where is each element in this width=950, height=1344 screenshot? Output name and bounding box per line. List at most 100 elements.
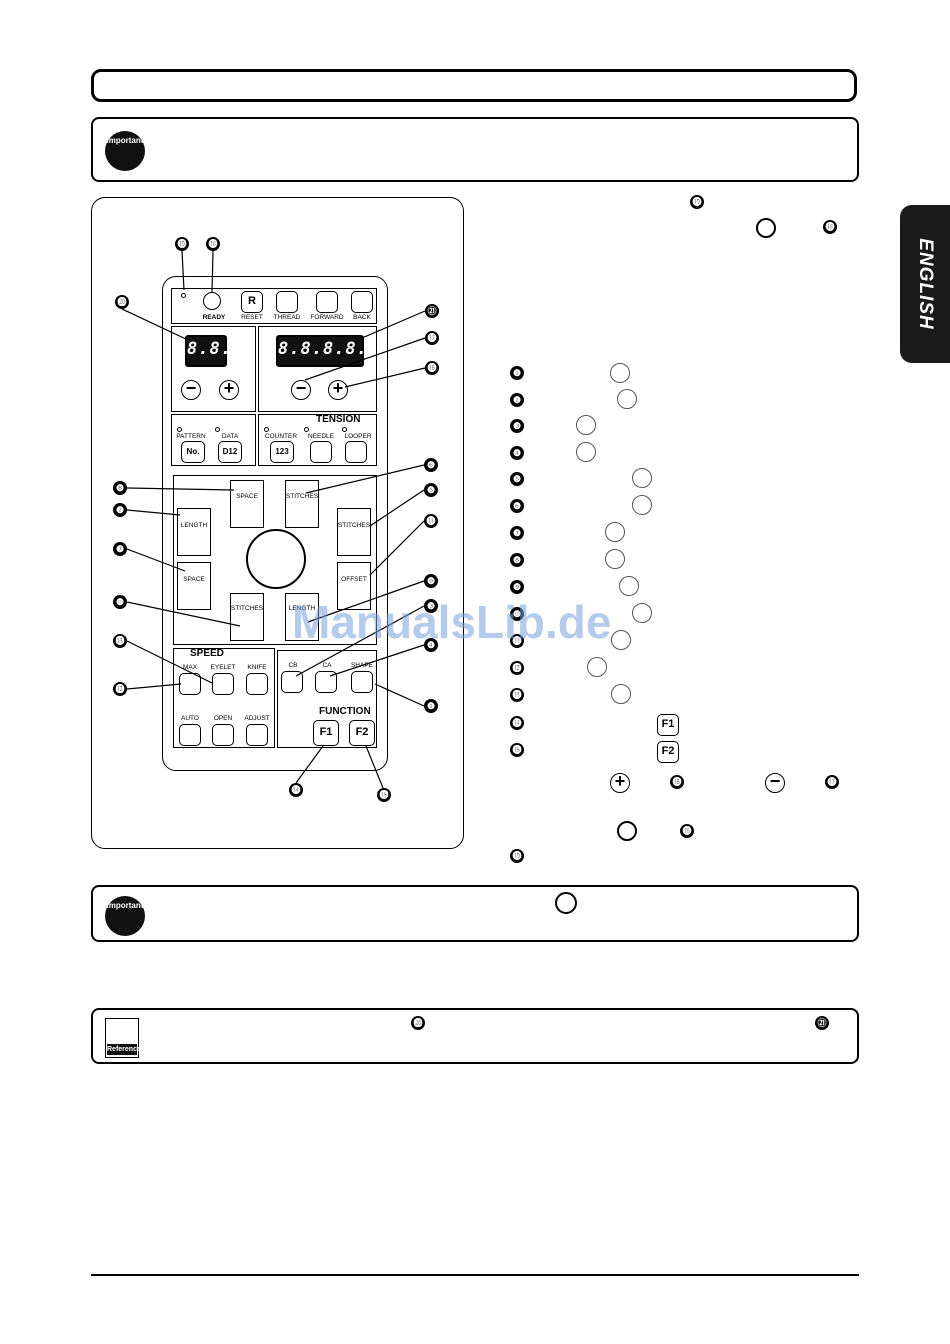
callout-11: ⓫ — [424, 514, 438, 528]
left-minus-key[interactable]: − — [181, 379, 201, 400]
f2-key[interactable]: F2 — [349, 720, 375, 746]
stitches-right-key[interactable] — [337, 508, 371, 556]
counter-led — [264, 427, 269, 432]
adjust-key-icon[interactable] — [246, 724, 268, 746]
text-callout-17: ⓱ — [825, 775, 839, 789]
text-callout-19: ⓳ — [690, 195, 704, 209]
list-num-7: ❼ — [510, 526, 524, 540]
space-left-label: SPACE — [183, 576, 205, 583]
list-num-11: ⓫ — [510, 634, 524, 648]
data-key-icon[interactable]: D12 — [218, 441, 242, 463]
looper-led — [342, 427, 347, 432]
watermark: ManualsLib.de — [292, 596, 612, 648]
back-label: BACK — [353, 314, 371, 321]
list-num-3: ❸ — [510, 419, 524, 433]
data-label: DATA — [221, 433, 239, 440]
needle-key-icon[interactable] — [310, 441, 332, 463]
list-num-2: ❷ — [510, 393, 524, 407]
ready-inline-icon — [617, 821, 637, 841]
list-num-6: ❻ — [510, 499, 524, 513]
auto-key-icon[interactable] — [179, 724, 201, 746]
callout-20: ⓴ — [115, 295, 129, 309]
top-key-row — [171, 288, 377, 324]
eyelet-icon — [611, 684, 631, 704]
list-num-8: ❽ — [510, 553, 524, 567]
ca-key-icon[interactable] — [315, 671, 337, 693]
list-num-4: ❹ — [510, 446, 524, 460]
tension-label: TENSION — [316, 414, 361, 425]
text-callout-20: ⓴ — [411, 1016, 425, 1030]
callout-21: ㉑ — [425, 304, 439, 318]
right-display: 8.8.8.8. — [276, 335, 367, 367]
offset-key[interactable] — [337, 562, 371, 610]
length-left-key[interactable] — [177, 508, 211, 556]
callout-17: ⓱ — [425, 331, 439, 345]
looper-key-icon[interactable] — [345, 441, 367, 463]
pattern-data-area — [171, 414, 256, 466]
cb-label: CB — [288, 662, 298, 669]
left-plus-key[interactable]: + — [219, 379, 239, 400]
data-led — [215, 427, 220, 432]
stitches-bottom-key[interactable] — [230, 593, 264, 641]
counter-key-icon[interactable]: 123 — [270, 441, 294, 463]
stitches-top-key[interactable] — [285, 480, 319, 528]
f1-key[interactable]: F1 — [313, 720, 339, 746]
list-num-5: ❺ — [510, 472, 524, 486]
shape-key-icon[interactable] — [351, 671, 373, 693]
needle-led — [304, 427, 309, 432]
cb-icon — [576, 415, 596, 435]
space-left-icon — [605, 522, 625, 542]
space-left-key[interactable] — [177, 562, 211, 610]
offset-icon — [611, 630, 631, 650]
offset-label: OFFSET — [341, 576, 367, 583]
speed-block — [173, 648, 275, 748]
open-key-icon[interactable] — [212, 724, 234, 746]
buttonhole-shape-icon — [246, 529, 306, 589]
callout-1: ❶ — [424, 699, 438, 713]
callout-19: ⓳ — [175, 237, 189, 251]
callout-7: ❼ — [113, 542, 127, 556]
callout-4: ❹ — [424, 638, 438, 652]
list-num-19: ⓳ — [510, 849, 524, 863]
length-bottom-key[interactable] — [285, 593, 319, 641]
reset-label: RESET — [241, 314, 263, 321]
f2-inline-icon: F2 — [657, 741, 679, 763]
important-icon: Important — [105, 131, 145, 171]
cb-key-icon[interactable] — [281, 671, 303, 693]
callout-6: ❻ — [424, 458, 438, 472]
max-label: MAX — [182, 664, 198, 671]
function-block — [277, 650, 377, 748]
ready-icon[interactable] — [203, 292, 221, 310]
eyelet-key-icon[interactable] — [212, 673, 234, 695]
pattern-key-icon[interactable]: No. — [181, 441, 205, 463]
space-top-key[interactable] — [230, 480, 264, 528]
length-bottom-icon — [619, 576, 639, 596]
section-title-box — [91, 69, 857, 102]
right-plus-key[interactable]: + — [328, 379, 348, 400]
back-key-icon[interactable] — [351, 291, 373, 313]
language-tab: ENGLISH — [900, 205, 950, 363]
text-callout-16: ⓰ — [670, 775, 684, 789]
forward-key-icon[interactable] — [316, 291, 338, 313]
callout-9: ❾ — [424, 574, 438, 588]
shape-icon — [610, 363, 630, 383]
thread-key-icon[interactable] — [276, 291, 298, 313]
length-left-label: LENGTH — [180, 522, 208, 529]
speed-title: SPEED — [190, 648, 224, 659]
auto-label: AUTO — [181, 715, 199, 722]
thread-label: THREAD — [273, 314, 301, 321]
stitches-right-label: STITCHES — [337, 522, 371, 529]
space-top-label: SPACE — [236, 493, 258, 500]
tension-area — [258, 414, 377, 466]
callout-2: ❷ — [113, 503, 127, 517]
stitches-eye-icon — [632, 495, 652, 515]
footer-rule — [91, 1274, 859, 1276]
forward-label: FORWARD — [310, 314, 344, 321]
knife-key-icon[interactable] — [246, 673, 268, 695]
f1-inline-icon: F1 — [657, 714, 679, 736]
stitches-bottom-label: STITCHES — [230, 605, 264, 612]
right-minus-key[interactable]: − — [291, 379, 311, 400]
function-title: FUNCTION — [319, 706, 371, 717]
reset-key-icon[interactable]: R — [241, 291, 263, 313]
